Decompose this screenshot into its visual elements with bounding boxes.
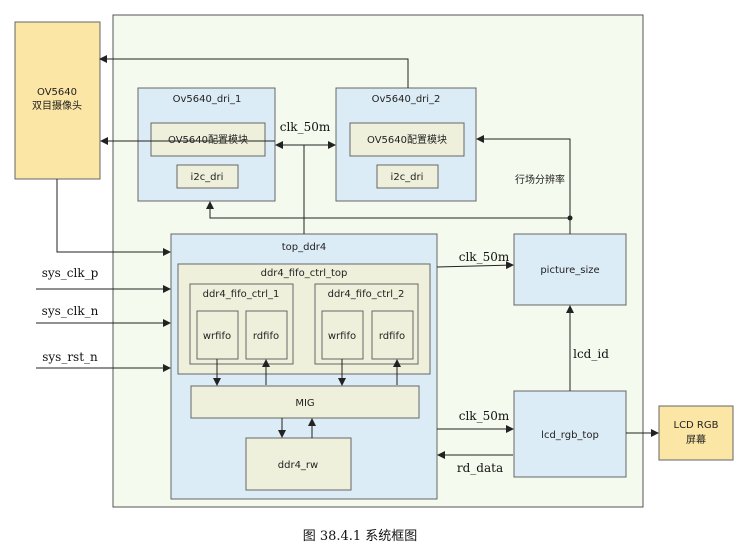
camera-label-1: OV5640 (37, 87, 77, 98)
rdfifo-2-label: rdfifo (379, 331, 405, 342)
i2c-dri-2-box (376, 164, 439, 189)
lcd-id-label: lcd_id (573, 347, 609, 361)
lcd-rgb-top-label: lcd_rgb_top (541, 430, 599, 441)
ddr4-rw-label: ddr4_rw (278, 460, 318, 471)
lcd-label-2: 屏幕 (686, 433, 706, 446)
ov5640-dri-2-block: Ov5640_dri_2 OV5640配置模块 i2c_dri (335, 87, 477, 202)
ov5640-dri-1-title: Ov5640_dri_1 (173, 94, 242, 105)
sys-clk-n-label: sys_clk_n (42, 304, 99, 318)
lcd-rgb-top-block: lcd_rgb_top (513, 390, 627, 478)
wrfifo-1-label: wrfifo (203, 331, 231, 342)
clk-to-picture-size-arrow (436, 261, 514, 270)
camera-label-2: 双目摄像头 (32, 99, 82, 112)
mig-label: MIG (295, 398, 314, 409)
wrfifo-1-box (196, 310, 239, 360)
ov5640-config-2-box (349, 122, 465, 157)
figure-caption: 图 38.4.1 系统框图 (303, 529, 418, 544)
clk-50m-picture-label: clk_50m (459, 250, 510, 264)
clk-50m-lcd-label: clk_50m (459, 409, 510, 423)
fifo-ctrl-2-title: ddr4_fifo_ctrl_2 (328, 289, 405, 300)
wrfifo-2-label: wrfifo (328, 331, 356, 342)
fifo-ctrl-top-title: ddr4_fifo_ctrl_top (261, 268, 348, 279)
mig-box (190, 385, 420, 419)
clk-50m-top-label: clk_50m (280, 120, 331, 134)
ov5640-config-2-label: OV5640配置模块 (367, 134, 447, 146)
resolution-to-dri2-arrow (476, 135, 571, 234)
i2c-dri-1-box (176, 164, 239, 189)
top-ddr4-title: top_ddr4 (282, 242, 327, 253)
rd-data-label: rd_data (457, 461, 503, 475)
picture-size-block: picture_size (513, 233, 627, 306)
ov5640-dri-1-block: Ov5640_dri_1 OV5640配置模块 i2c_dri (137, 87, 276, 202)
ov5640-config-1-box (150, 122, 266, 157)
lcd-screen-block: LCD RGB 屏幕 (658, 405, 734, 461)
rdfifo-1-label: rdfifo (253, 331, 279, 342)
sys-clk-p-label: sys_clk_p (42, 266, 99, 280)
fifo-ctrl-1-title: ddr4_fifo_ctrl_1 (203, 289, 280, 300)
sys-rst-n-label: sys_rst_n (42, 350, 98, 364)
top-ddr4-block: top_ddr4 ddr4_fifo_ctrl_top ddr4_fifo_ct… (170, 233, 438, 500)
picture-size-label: picture_size (540, 265, 599, 276)
i2c-dri-1-label: i2c_dri (191, 172, 224, 183)
ov5640-dri-2-title: Ov5640_dri_2 (372, 94, 441, 105)
ddr4-rw-box (245, 437, 352, 491)
rdfifo-1-box (245, 310, 288, 360)
ov5640-config-1-label: OV5640配置模块 (168, 134, 248, 146)
connection-lines (36, 55, 659, 459)
i2c-dri-2-label: i2c_dri (391, 172, 424, 183)
resolution-label: 行场分辨率 (515, 173, 565, 186)
dri2-to-camera-arrow (99, 55, 409, 88)
rdfifo-2-box (371, 310, 414, 360)
resolution-to-dri1-arrow (206, 201, 570, 219)
junction-dot (567, 215, 573, 221)
camera-to-top-ddr4-arrow (56, 179, 171, 256)
lcd-label-1: LCD RGB (674, 420, 719, 431)
camera-block: OV5640 双目摄像头 (14, 21, 101, 180)
